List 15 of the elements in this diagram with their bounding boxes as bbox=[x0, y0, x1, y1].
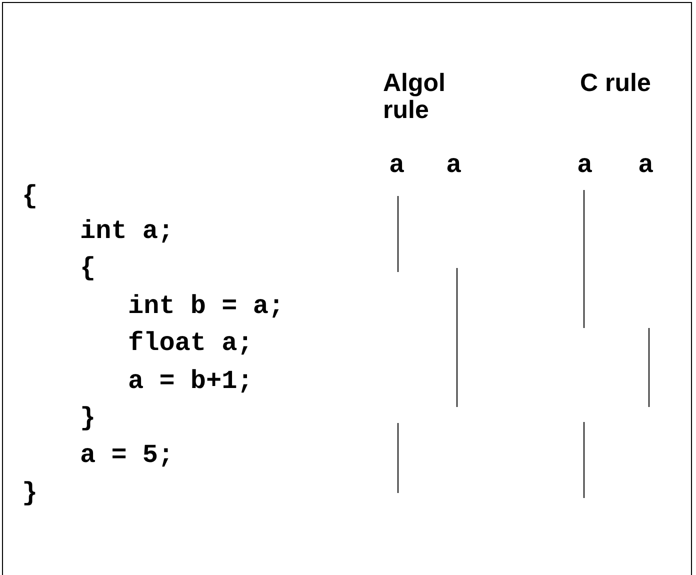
code-line: int a; bbox=[80, 216, 174, 246]
code-line: float a; bbox=[128, 328, 253, 358]
variable-label: a bbox=[389, 150, 405, 180]
column-heading: C rule bbox=[580, 70, 652, 97]
code-line: } bbox=[80, 403, 96, 433]
code-line: } bbox=[22, 478, 38, 508]
code-line: a = b+1; bbox=[128, 366, 253, 396]
variable-label: a bbox=[446, 150, 462, 180]
variable-label: a bbox=[577, 150, 593, 180]
code-line: a = 5; bbox=[80, 440, 174, 470]
code-line: { bbox=[22, 181, 38, 211]
code-line: int b = a; bbox=[128, 291, 284, 321]
column-heading: Algol rule bbox=[383, 70, 446, 124]
code-line: { bbox=[80, 253, 96, 283]
variable-label: a bbox=[638, 150, 654, 180]
